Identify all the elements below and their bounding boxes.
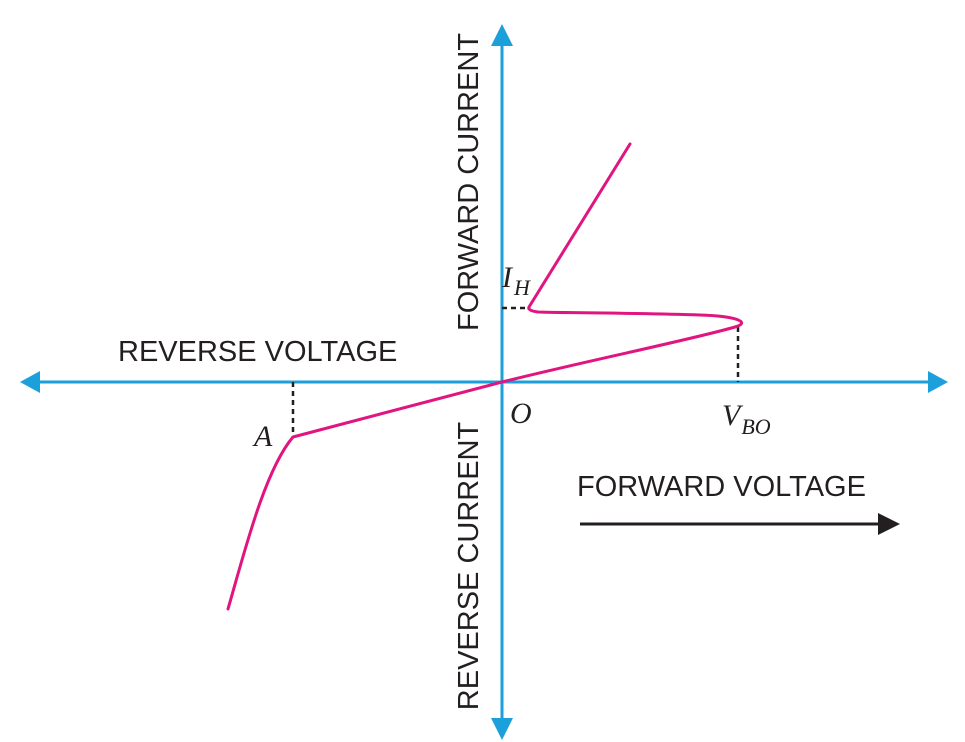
reverse-current-arrowhead	[491, 718, 513, 740]
characteristic-curve	[226, 142, 743, 611]
holding-current-label: I H	[501, 261, 531, 300]
breakover-voltage-label: V BO	[722, 399, 771, 439]
holding-current-subscript: H	[513, 275, 531, 300]
forward-voltage-arrowhead	[928, 371, 948, 393]
forward-current-label: FORWARD CURRENT	[453, 33, 485, 331]
forward-voltage-label: FORWARD VOLTAGE	[577, 471, 866, 503]
origin-label: O	[510, 397, 532, 430]
reverse-current-label: REVERSE CURRENT	[453, 422, 485, 711]
forward-voltage-indicator-arrowhead	[878, 513, 900, 535]
forward-current-arrowhead	[491, 24, 513, 46]
breakover-voltage-subscript: BO	[741, 414, 770, 439]
holding-current-symbol: I	[501, 261, 514, 294]
point-a-label: A	[252, 420, 273, 453]
reverse-voltage-label: REVERSE VOLTAGE	[118, 336, 397, 368]
breakover-voltage-symbol: V	[722, 399, 744, 432]
reverse-voltage-arrowhead	[20, 371, 40, 393]
reference-lines	[291, 306, 740, 437]
